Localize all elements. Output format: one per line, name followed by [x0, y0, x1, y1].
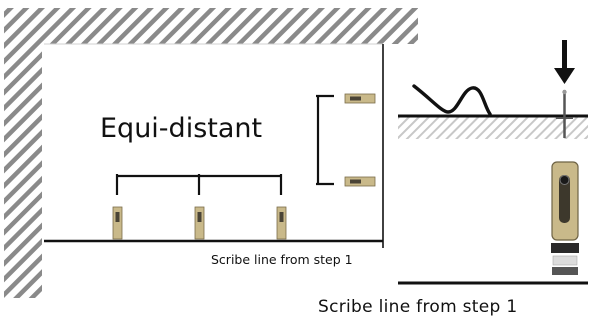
bottom-bracket-1: [112, 206, 123, 240]
down-arrow-icon: [554, 40, 575, 84]
wire-curve: [412, 84, 492, 116]
wall-hatch: [4, 8, 418, 298]
horizontal-dimension-bracket: [115, 174, 283, 195]
scribe-line-detail-label: Scribe line from step 1: [318, 297, 517, 317]
detail-bracket: [551, 161, 579, 275]
ceiling-panel: [44, 43, 384, 248]
bottom-bracket-3: [276, 206, 287, 240]
side-bracket-top: [344, 93, 376, 104]
equi-distant-label: Equi-distant: [100, 113, 262, 144]
bottom-bracket-2: [194, 206, 205, 240]
scribe-line-main-label: Scribe line from step 1: [211, 252, 353, 267]
detail-ground-section: [398, 114, 588, 139]
side-bracket-bottom: [344, 176, 376, 187]
screw-pin: [556, 89, 573, 138]
vertical-dimension-bracket: [316, 94, 334, 186]
